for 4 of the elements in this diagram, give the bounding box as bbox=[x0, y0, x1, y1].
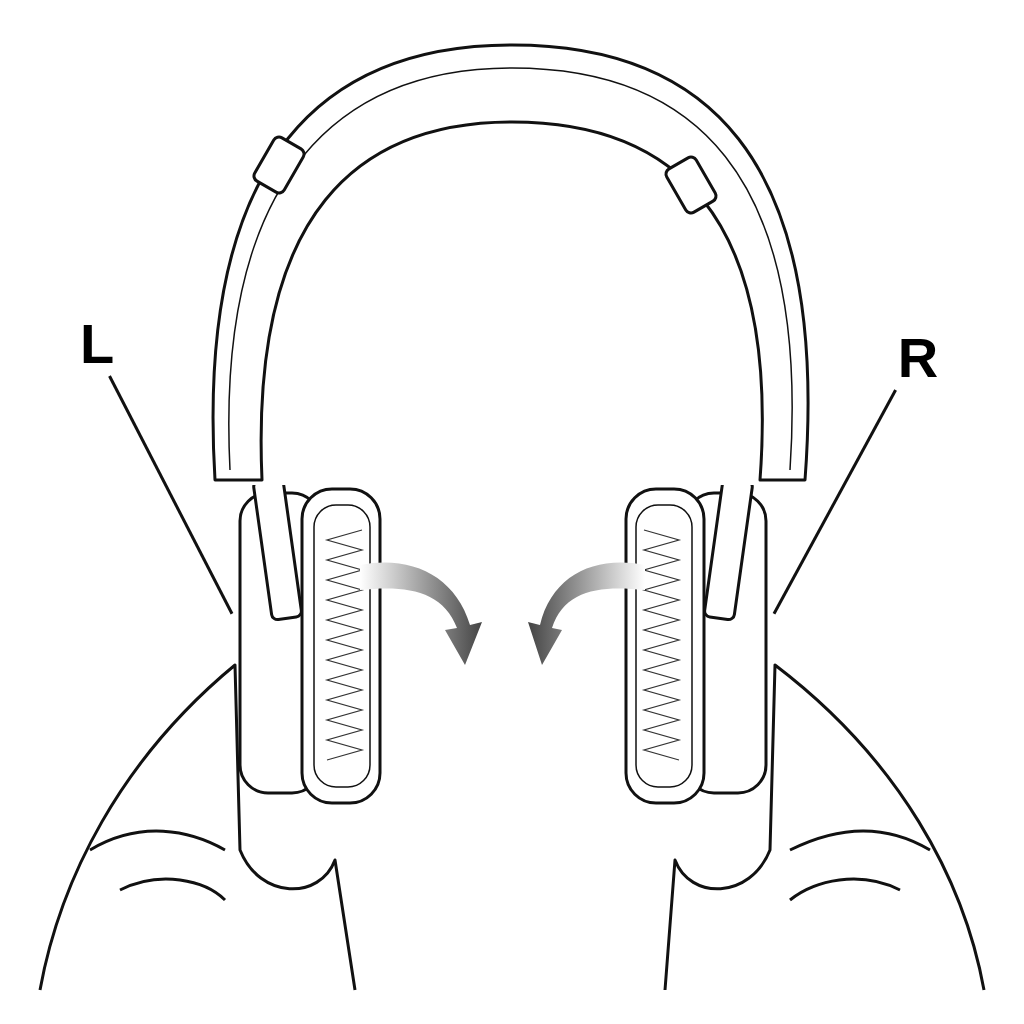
side-letter: R bbox=[897, 330, 939, 386]
leader-line bbox=[108, 375, 234, 615]
side-letter: L bbox=[79, 316, 115, 372]
leader-line bbox=[772, 389, 897, 615]
